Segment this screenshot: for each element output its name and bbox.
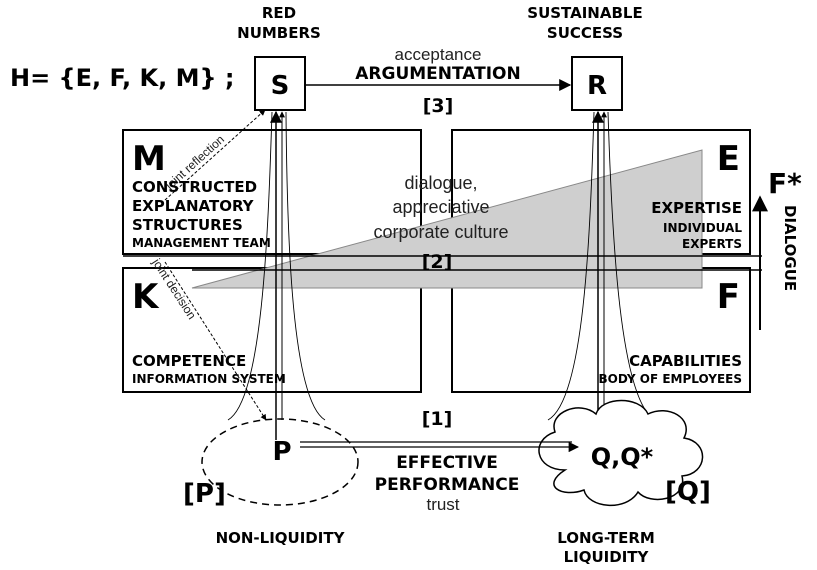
bracket-2-label: [2] — [422, 251, 453, 273]
quadrant-e-letter: E — [717, 139, 740, 179]
funnel-r-left — [547, 111, 595, 421]
node-q-cloud — [538, 399, 704, 507]
funnel-s-left — [227, 111, 273, 421]
sustainable-label-2: SUCCESS — [547, 24, 623, 42]
quadrant-m-line1: CONSTRUCTED — [132, 178, 257, 196]
acceptance-label: acceptance — [395, 45, 482, 64]
funnel-r-right — [607, 111, 656, 421]
bracket-3-label: [3] — [423, 95, 454, 117]
bracket-1-label: [1] — [422, 408, 453, 430]
long-term-label-2: LIQUIDITY — [564, 548, 650, 566]
funnel-s-right — [285, 111, 326, 421]
quadrant-f-box — [451, 267, 751, 393]
node-s-box — [254, 56, 306, 111]
quadrant-m-line2: EXPLANATORY — [132, 197, 255, 215]
node-p-ellipse — [201, 418, 359, 506]
p-bracket-label: [P] — [183, 479, 226, 509]
quadrant-m-line3: STRUCTURES — [132, 216, 243, 234]
quadrant-m-box — [122, 129, 422, 255]
quadrant-f-title: CAPABILITIES — [629, 352, 742, 370]
center-text-line2: appreciative — [392, 197, 489, 217]
quadrant-e-title: EXPERTISE — [651, 199, 742, 217]
red-numbers-label-1: RED — [262, 4, 296, 22]
red-numbers-label-2: NUMBERS — [237, 24, 321, 42]
quadrant-f-sub: BODY OF EMPLOYEES — [598, 372, 742, 386]
node-s-label: S — [271, 71, 290, 101]
quadrant-k-letter: K — [132, 277, 160, 317]
quadrant-k-sub: INFORMATION SYSTEM — [132, 372, 286, 386]
performance-label: PERFORMANCE — [375, 475, 520, 495]
long-term-label-1: LONG-TERM — [557, 529, 655, 547]
center-text-line3: corporate culture — [373, 222, 508, 242]
argumentation-label: ARGUMENTATION — [355, 64, 520, 84]
effective-label: EFFECTIVE — [396, 453, 498, 473]
joint-decision-arrow — [164, 261, 267, 421]
culture-wedge — [191, 149, 703, 289]
node-q-label: Q,Q* — [591, 443, 654, 471]
center-text-line1: dialogue, — [404, 173, 477, 193]
node-r-box — [571, 56, 623, 111]
sustainable-label-1: SUSTAINABLE — [527, 4, 642, 22]
dialogue-side-label: DIALOGUE — [781, 205, 799, 291]
joint-reflection-arrow — [164, 109, 266, 201]
node-p-label: P — [272, 437, 291, 467]
quadrant-k-title: COMPETENCE — [132, 352, 246, 370]
quadrant-m-sub: MANAGEMENT TEAM — [132, 236, 271, 250]
q-bracket-label: [Q] — [665, 477, 711, 507]
quadrant-f-letter: F — [717, 277, 740, 317]
quadrant-e-sub1: INDIVIDUAL — [663, 221, 742, 235]
trust-label: trust — [426, 495, 459, 514]
non-liquidity-label: NON-LIQUIDITY — [216, 529, 346, 547]
quadrant-m-letter: M — [132, 139, 166, 179]
f-star-label: F* — [768, 167, 802, 200]
quadrant-e-sub2: EXPERTS — [682, 237, 742, 251]
node-r-label: R — [587, 71, 607, 101]
formula-text: H= {E, F, K, M} ; — [10, 64, 235, 92]
